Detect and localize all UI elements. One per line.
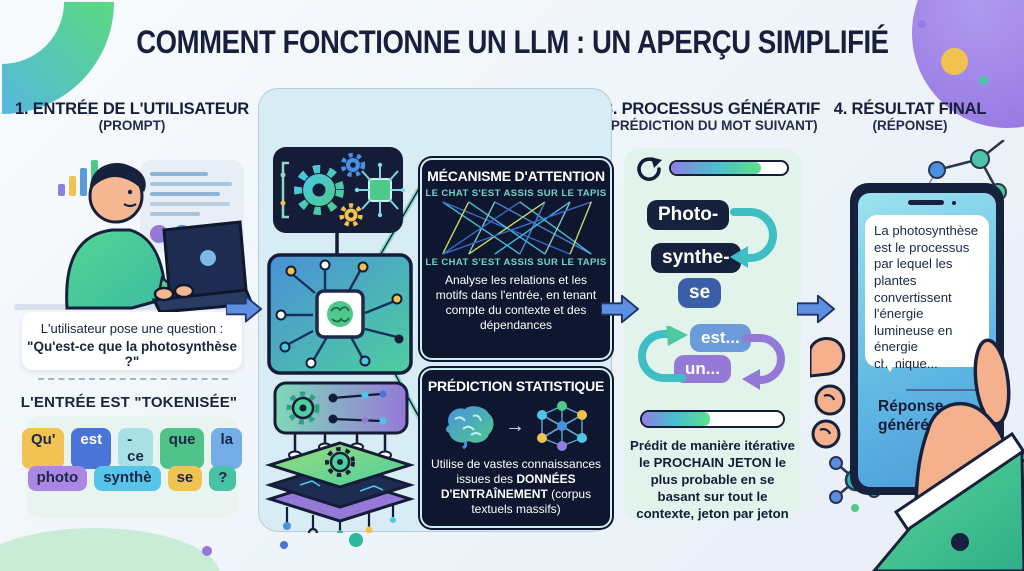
gears-box	[273, 147, 406, 233]
token-chip: photo	[27, 466, 88, 491]
maps-to-arrow-icon: →	[505, 414, 525, 437]
arc-decoration	[2, 2, 114, 114]
token-chip: Qu'	[22, 428, 65, 469]
tokenized-label: L'ENTRÉE EST "TOKENISÉE"	[20, 394, 238, 411]
prediction-description: Utilise de vastes connaissances issues d…	[430, 457, 602, 517]
generated-token-chip: est...	[690, 324, 751, 352]
teal-dot-decoration	[979, 76, 988, 85]
question-text: "Qu'est-ce que la photosynthèse ?"	[27, 339, 237, 369]
prediction-box: PRÉDICTION STATISTIQUE →	[420, 368, 612, 528]
attention-sentence-top: LE CHAT S'EST ASSIS SUR LE TAPIS	[425, 188, 607, 199]
index-finger	[973, 338, 1011, 426]
heading-section-1: 1. ENTRÉE DE L'UTILISATEUR (PROMPT)	[14, 100, 250, 134]
cuff-button	[951, 533, 969, 551]
response-bubble: La photosynthèse est le processus par le…	[865, 215, 989, 372]
attention-sentence-bottom: LE CHAT S'EST ASSIS SUR LE TAPIS	[425, 257, 607, 268]
arrow-process-to-generative	[601, 294, 639, 324]
layer-stack	[265, 441, 416, 523]
mint-blob-decoration	[0, 528, 220, 571]
person	[65, 163, 190, 310]
generated-token-chip: synthe-	[651, 243, 741, 273]
sleeve	[872, 449, 1024, 571]
attention-lines	[442, 201, 592, 255]
token-chip: synthè	[94, 466, 161, 491]
attention-description: Analyse les relations et les motifs dans…	[435, 273, 597, 333]
brain-icon	[446, 406, 494, 449]
module-box	[273, 381, 409, 435]
page-title: COMMENT FONCTIONNE UN LLM : UN APERÇU SI…	[135, 24, 889, 60]
dashed-divider	[38, 378, 228, 380]
dot-purple-bottom	[202, 546, 212, 556]
attention-title: MÉCANISME D'ATTENTION	[427, 168, 605, 184]
question-intro: L'utilisateur pose une question :	[40, 321, 224, 336]
generated-response-caption: Réponse générée	[878, 398, 944, 435]
dot-teal-bottom	[349, 533, 363, 547]
purple-dot-decoration	[918, 20, 926, 28]
yellow-circle-decoration	[941, 48, 968, 75]
generated-token-chip: Photo-	[647, 200, 730, 230]
generated-token-chip: se	[678, 278, 722, 308]
refresh-icon	[637, 157, 662, 181]
heading-section-4: 4. RÉSULTAT FINAL (RÉPONSE)	[833, 100, 987, 134]
dot-blue-bottom	[280, 541, 288, 549]
heading-section-3: 3. PROCESSUS GÉNÉRATIF (PRÉDICTION DU MO…	[603, 100, 821, 134]
generative-description: Prédit de manière itérative le PROCHAIN …	[630, 438, 795, 521]
chip-circuit-icon	[354, 162, 406, 218]
laptop-icon	[151, 220, 252, 314]
loop-arrow-teal-left	[638, 326, 688, 382]
phone-speaker	[908, 200, 944, 205]
arrow-input-to-process	[226, 295, 262, 323]
prediction-title: PRÉDICTION STATISTIQUE	[427, 378, 605, 394]
progress-bar-top	[669, 160, 789, 176]
progress-bar-bottom	[640, 410, 785, 428]
token-chip: que	[159, 428, 205, 469]
token-chip: la	[211, 428, 242, 469]
loop-arrow-purple-right	[742, 334, 785, 390]
user-question-panel: L'utilisateur pose une question : "Qu'es…	[22, 312, 242, 370]
token-chip: -ce	[118, 428, 153, 469]
left-fingertips	[810, 337, 846, 449]
user-typing-illustration	[14, 160, 252, 314]
phone-camera-dot	[952, 201, 956, 205]
token-chip: se	[167, 466, 203, 491]
knowledge-graph-icon	[537, 401, 587, 451]
attention-box: MÉCANISME D'ATTENTION LE CHAT S'EST ASSI…	[420, 158, 612, 360]
response-divider	[906, 389, 982, 391]
transformer-stack-illustration	[265, 147, 416, 533]
loop-arrow-teal-right	[730, 208, 777, 268]
token-chip: est	[71, 428, 112, 469]
token-chip: ?	[209, 466, 237, 491]
arrow-generative-to-result	[797, 294, 835, 324]
hand-illustration	[810, 337, 1024, 571]
circuit-board	[267, 253, 413, 375]
shirt-cuff	[893, 431, 1024, 539]
